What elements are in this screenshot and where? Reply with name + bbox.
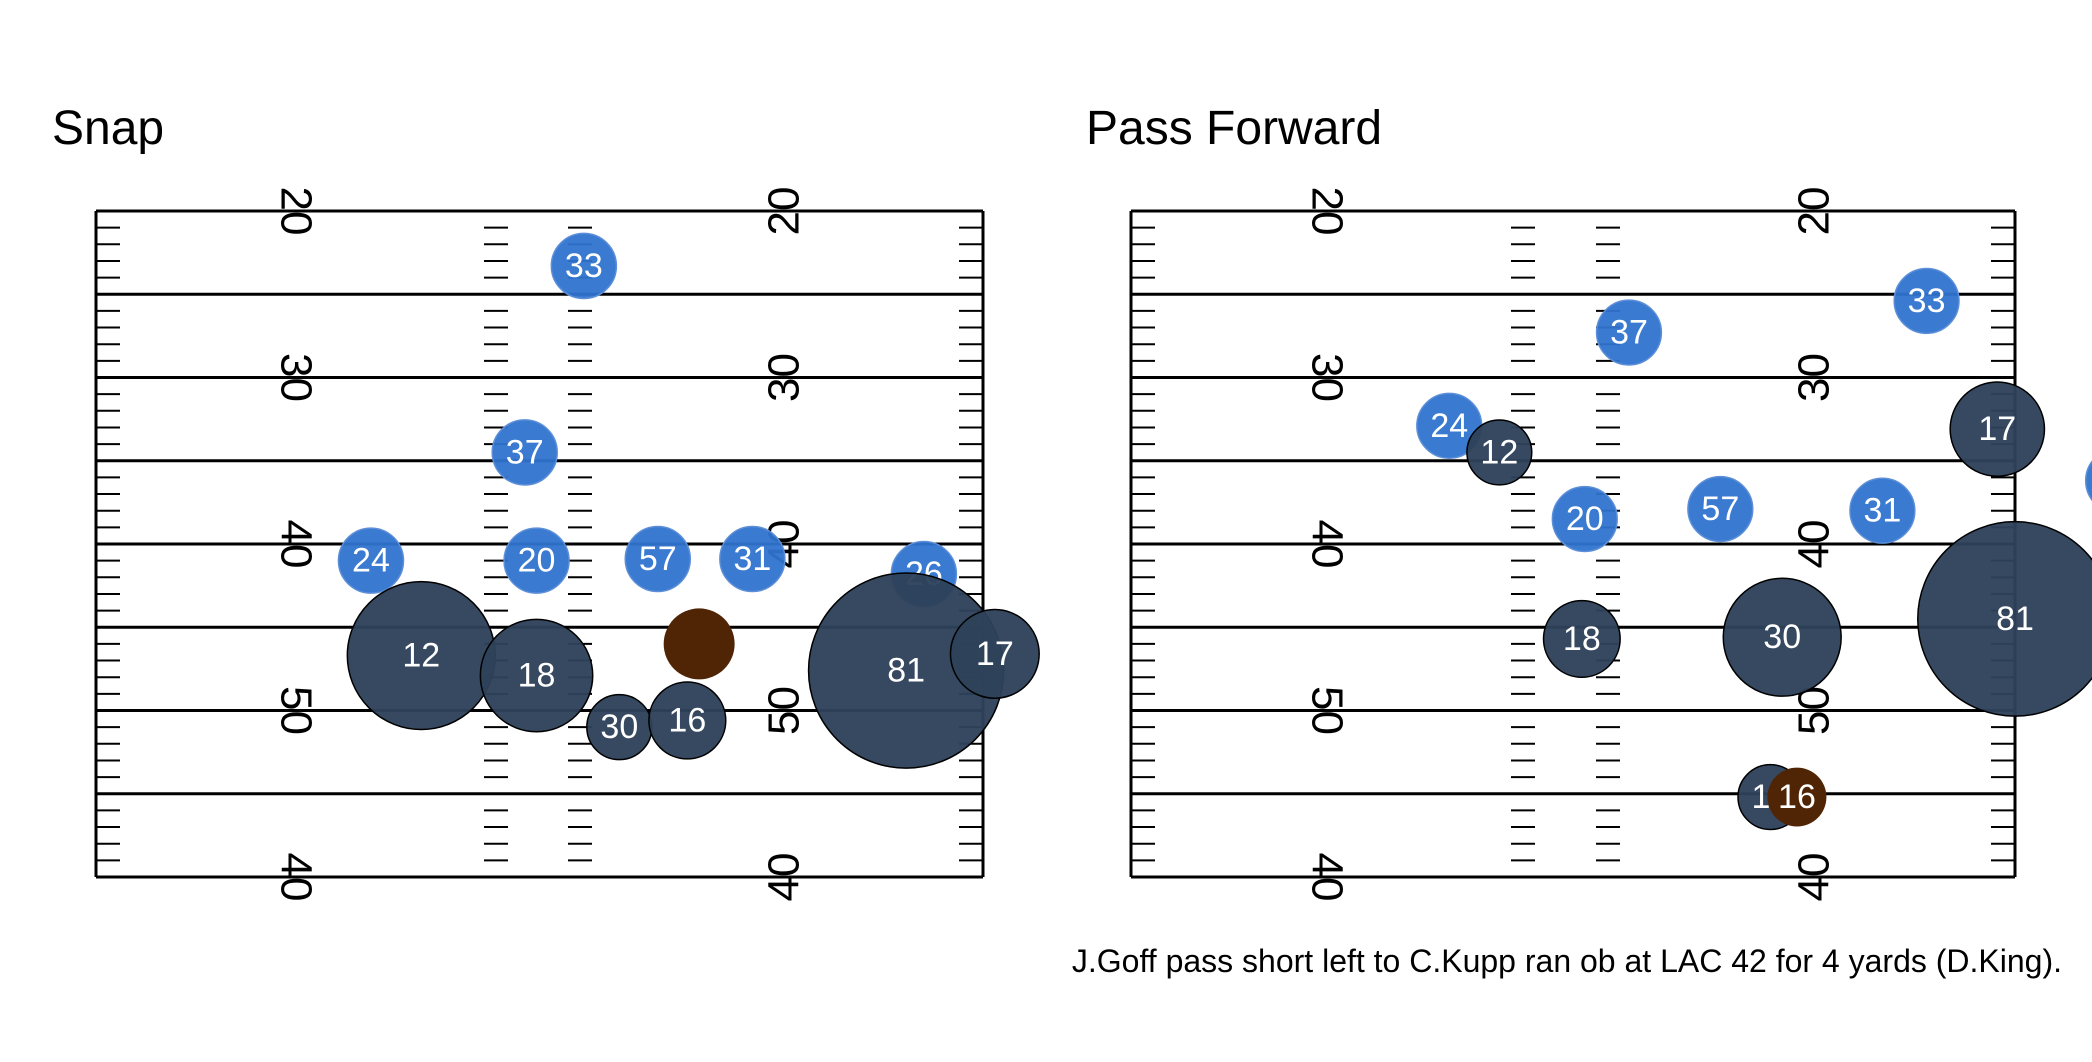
yard-number: 20 [760, 187, 809, 236]
jersey-label: 16 [668, 701, 706, 739]
defense-player-marker [1687, 475, 1754, 543]
jersey-label: 57 [639, 540, 677, 578]
offense-player-marker [1466, 419, 1533, 486]
yard-number: 40 [1790, 520, 1839, 569]
yard-number: 30 [1303, 353, 1352, 402]
jersey-label: 31 [733, 540, 771, 578]
play-caption: J.Goff pass short left to C.Kupp ran ob … [1072, 943, 2062, 979]
jersey-label: 33 [1908, 282, 1946, 320]
jersey-label: 17 [1978, 410, 2016, 448]
defense-player-marker [337, 527, 405, 594]
jersey-label: 17 [976, 635, 1014, 673]
offense-player-marker [1722, 577, 1842, 697]
jersey-label: 30 [1763, 618, 1801, 656]
football-player-marker [1767, 767, 1827, 827]
panel-title: Snap [52, 102, 164, 155]
offense-player-marker [648, 681, 727, 760]
defense-player-marker [1893, 267, 1960, 335]
yard-number: 40 [1790, 853, 1839, 902]
jersey-label: 24 [1430, 407, 1468, 445]
yard-number: 30 [1790, 353, 1839, 402]
defense-player-marker [550, 232, 618, 300]
panel-title: Pass Forward [1086, 102, 1382, 155]
offense-player-marker [1949, 381, 2046, 478]
jersey-label: 18 [518, 657, 556, 695]
defense-player-marker [1551, 485, 1618, 553]
jersey-label: 37 [1610, 314, 1648, 352]
jersey-label: 31 [1863, 492, 1901, 530]
yard-number: 30 [760, 353, 809, 402]
jersey-label: 18 [1563, 620, 1601, 658]
defense-player-marker [503, 527, 570, 594]
jersey-label: 57 [1701, 490, 1739, 528]
yard-number: 50 [272, 686, 321, 735]
yard-number: 20 [1303, 187, 1352, 236]
jersey-label: 30 [600, 708, 638, 746]
offense-player-marker [479, 618, 594, 733]
yard-number: 20 [272, 187, 321, 236]
yard-number: 40 [1303, 520, 1352, 569]
jersey-label: 20 [518, 542, 556, 580]
jersey-label: 12 [1480, 433, 1518, 471]
yard-number: 40 [1303, 853, 1352, 902]
jersey-label: 37 [506, 433, 544, 471]
football-player-marker [663, 608, 735, 680]
jersey-label: 16 [1778, 778, 1816, 816]
defense-player-marker [491, 419, 558, 486]
yard-number: 50 [1303, 686, 1352, 735]
panel-0: Snap202030304040505040403733242057312612… [52, 102, 1040, 902]
jersey-label: 81 [887, 652, 925, 690]
defense-player-marker [719, 525, 786, 593]
panel-1: Pass Forward2020303040405050404033372426… [1086, 102, 2092, 901]
offense-player-marker [1917, 520, 2092, 717]
jersey-label: 20 [1566, 500, 1604, 538]
jersey-label: 81 [1996, 600, 2034, 638]
yard-number: 30 [272, 353, 321, 402]
yard-number: 50 [760, 686, 809, 735]
jersey-label: 33 [565, 247, 603, 285]
yard-number: 40 [272, 853, 321, 902]
defense-player-marker [624, 525, 692, 593]
yard-number: 40 [272, 520, 321, 569]
jersey-label: 24 [352, 542, 390, 580]
defense-player-marker [2084, 460, 2092, 502]
defense-player-marker [1595, 299, 1663, 366]
offense-player-marker [1542, 599, 1621, 678]
defense-player-marker [1849, 477, 1916, 544]
offense-player-marker [949, 608, 1040, 699]
yard-number: 20 [1790, 187, 1839, 236]
jersey-label: 12 [402, 637, 440, 675]
yard-number: 40 [760, 853, 809, 902]
